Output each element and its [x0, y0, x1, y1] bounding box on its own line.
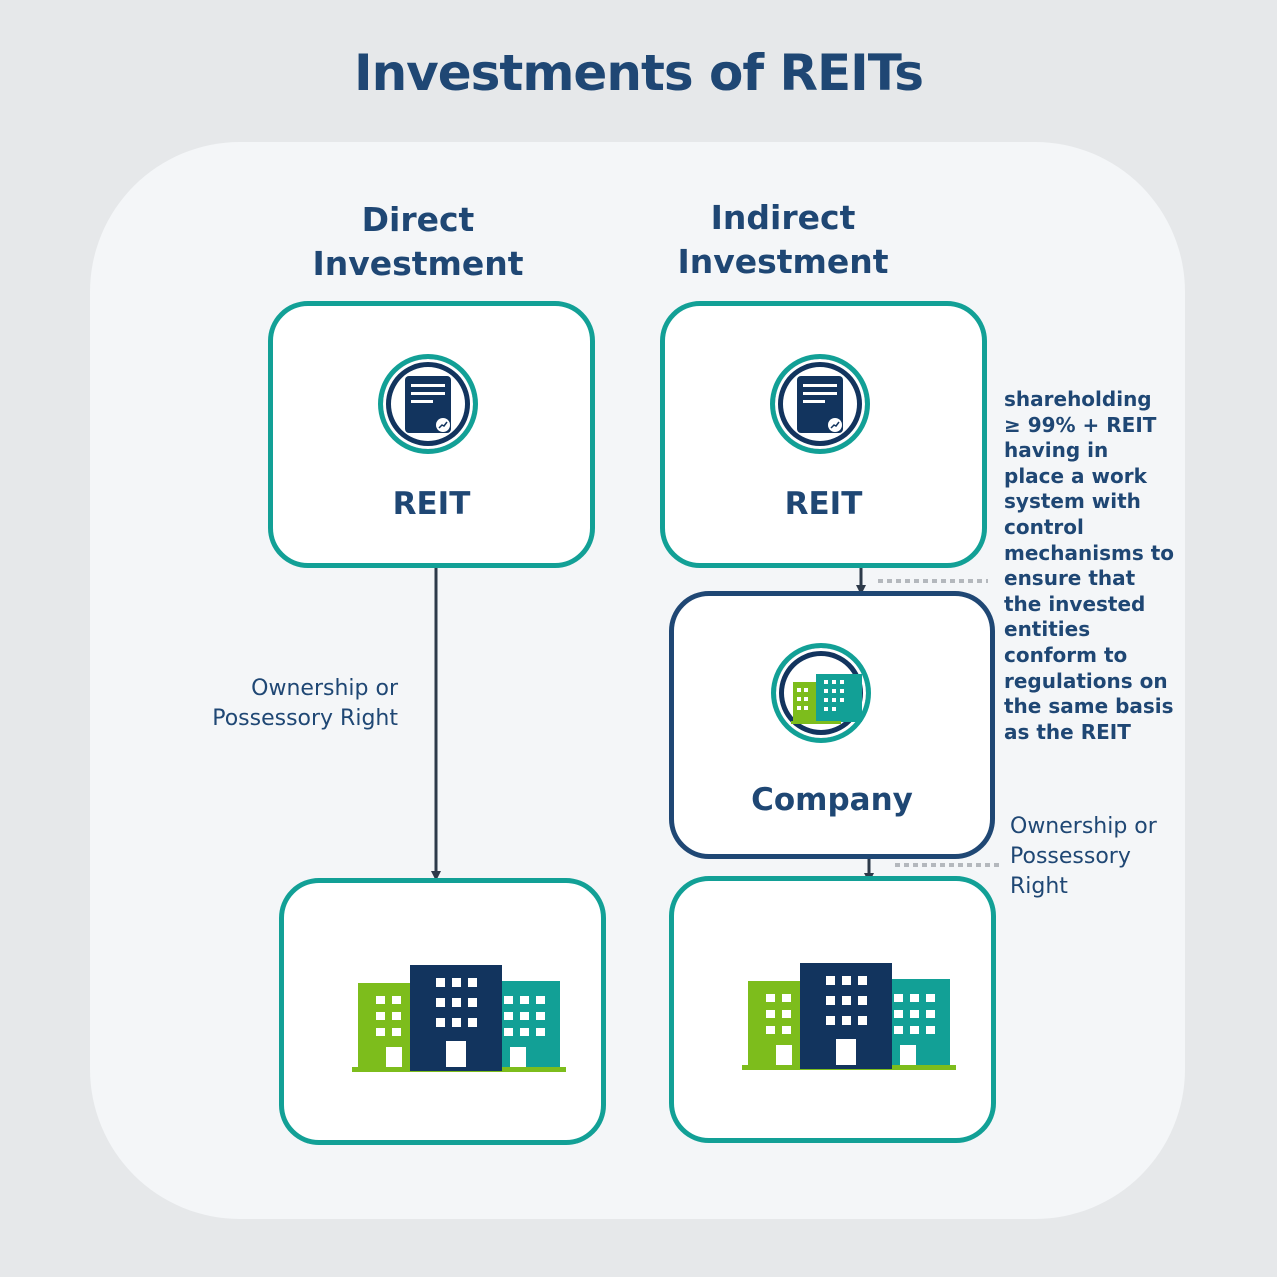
page-title: Investments of REITs	[353, 44, 924, 102]
direct-reit-label: REIT	[392, 486, 471, 522]
indirect-relation-label: Ownership or Possessory Right	[1010, 812, 1210, 902]
document-chart-icon	[405, 376, 451, 433]
indirect-reit-label: REIT	[784, 486, 863, 522]
direct-heading-line1: Direct	[361, 200, 475, 239]
indirect-reit-box: REIT	[660, 301, 987, 568]
buildings-icon	[742, 963, 956, 1070]
indirect-property-box	[669, 876, 996, 1143]
reit-icon-circle	[378, 354, 478, 454]
company-box: Company	[669, 591, 995, 859]
direct-heading-line2: Investment	[312, 244, 524, 283]
indirect-relation-line2: Possessory	[1010, 844, 1131, 869]
indirect-heading-line1: Indirect	[710, 198, 856, 237]
reit-icon-circle	[770, 354, 870, 454]
direct-property-box	[279, 878, 606, 1145]
company-label: Company	[751, 782, 913, 818]
direct-relation-line1: Ownership or	[251, 676, 398, 701]
buildings-icon	[791, 674, 862, 724]
indirect-investment-heading: Indirect Investment	[665, 196, 901, 284]
indirect-relation-line3: Right	[1010, 874, 1068, 899]
direct-investment-heading: Direct Investment	[300, 198, 536, 286]
company-icon-circle	[771, 643, 871, 743]
indirect-relation-line1: Ownership or	[1010, 814, 1157, 839]
direct-relation-line2: Possessory Right	[212, 706, 398, 731]
direct-relation-label: Ownership or Possessory Right	[170, 674, 398, 734]
condition-note: shareholding ≥ 99% + REIT having in plac…	[1004, 387, 1174, 744]
direct-reit-box: REIT	[268, 301, 595, 568]
document-chart-icon	[797, 376, 843, 433]
buildings-icon	[352, 965, 566, 1072]
indirect-heading-line2: Investment	[677, 242, 889, 281]
